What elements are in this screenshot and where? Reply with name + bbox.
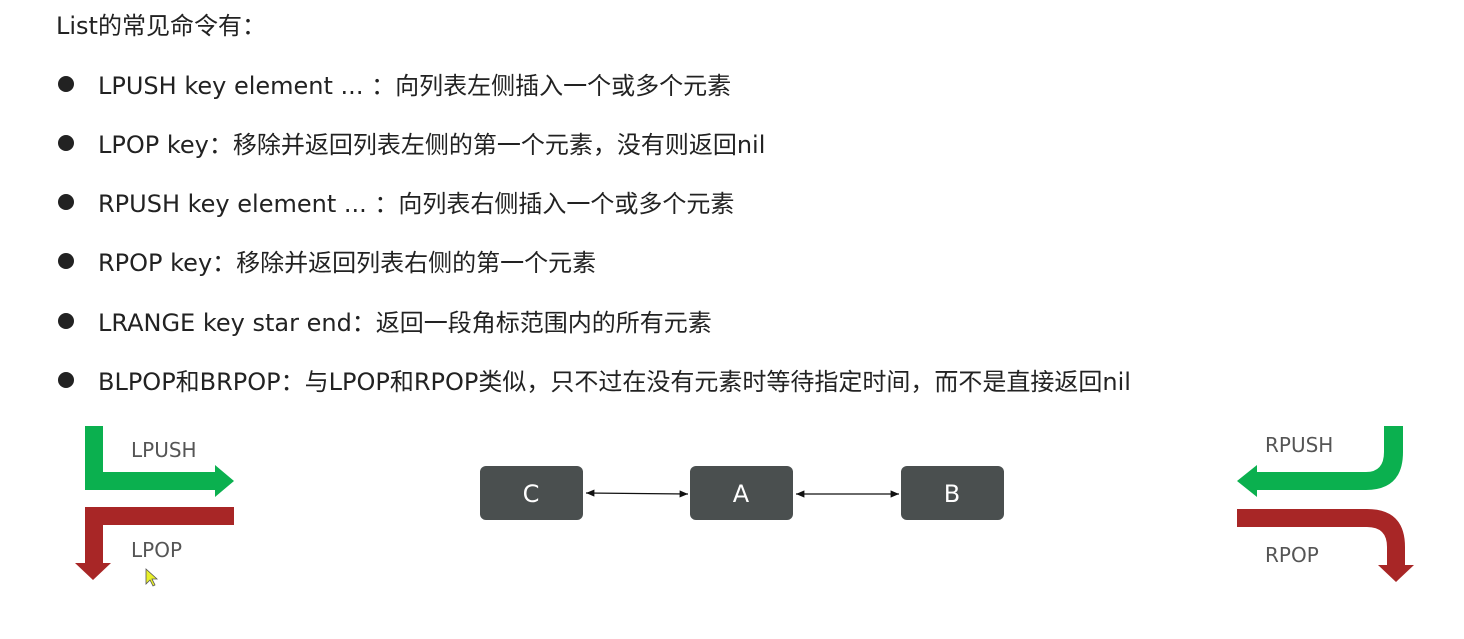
rpop-label: RPOP <box>1265 543 1319 567</box>
lpop-label: LPOP <box>131 538 182 562</box>
slide-title: List的常见命令有： <box>56 12 266 40</box>
rpush-label: RPUSH <box>1265 433 1333 457</box>
command-text: LPUSH key element ... ：向列表左侧插入一个或多个元素 <box>98 72 732 100</box>
command-text: LRANGE key star end：返回一段角标范围内的所有元素 <box>98 309 712 337</box>
command-text: RPOP key：移除并返回列表右侧的第一个元素 <box>98 249 597 277</box>
bullet-icon <box>58 312 74 329</box>
list-item: RPUSH key element ... ：向列表右侧插入一个或多个元素 <box>56 184 734 219</box>
command-text: BLPOP和BRPOP：与LPOP和RPOP类似，只不过在没有元素时等待指定时间… <box>98 368 1131 396</box>
command-text: RPUSH key element ... ：向列表右侧插入一个或多个元素 <box>98 190 735 218</box>
node-c-label: C <box>523 480 540 508</box>
lpop-arrow-icon <box>75 507 234 580</box>
lpush-arrow-icon <box>85 426 234 497</box>
rpop-arrow-icon <box>1237 509 1414 582</box>
list-item: LPOP key：移除并返回列表左侧的第一个元素，没有则返回nil <box>56 125 765 160</box>
list-item: RPOP key：移除并返回列表右侧的第一个元素 <box>56 243 596 278</box>
bullet-icon <box>58 252 74 269</box>
bullet-icon <box>58 134 74 151</box>
node-a-label: A <box>733 480 750 508</box>
bullet-icon <box>58 193 74 210</box>
bullet-icon <box>58 75 74 92</box>
node-b-label: B <box>944 480 960 508</box>
rpush-arrow-icon <box>1237 426 1403 497</box>
node-b <box>901 466 1004 520</box>
list-item: LPUSH key element ... ：向列表左侧插入一个或多个元素 <box>56 66 731 101</box>
link-c-a-arrow-icon <box>585 489 689 498</box>
command-text: LPOP key：移除并返回列表左侧的第一个元素，没有则返回nil <box>98 131 766 159</box>
lpush-label: LPUSH <box>131 438 197 462</box>
node-a <box>690 466 793 520</box>
bullet-icon <box>58 371 74 388</box>
list-item: LRANGE key star end：返回一段角标范围内的所有元素 <box>56 303 712 338</box>
node-c <box>480 466 583 520</box>
list-item: BLPOP和BRPOP：与LPOP和RPOP类似，只不过在没有元素时等待指定时间… <box>56 362 1131 397</box>
mouse-cursor-icon <box>145 568 159 587</box>
